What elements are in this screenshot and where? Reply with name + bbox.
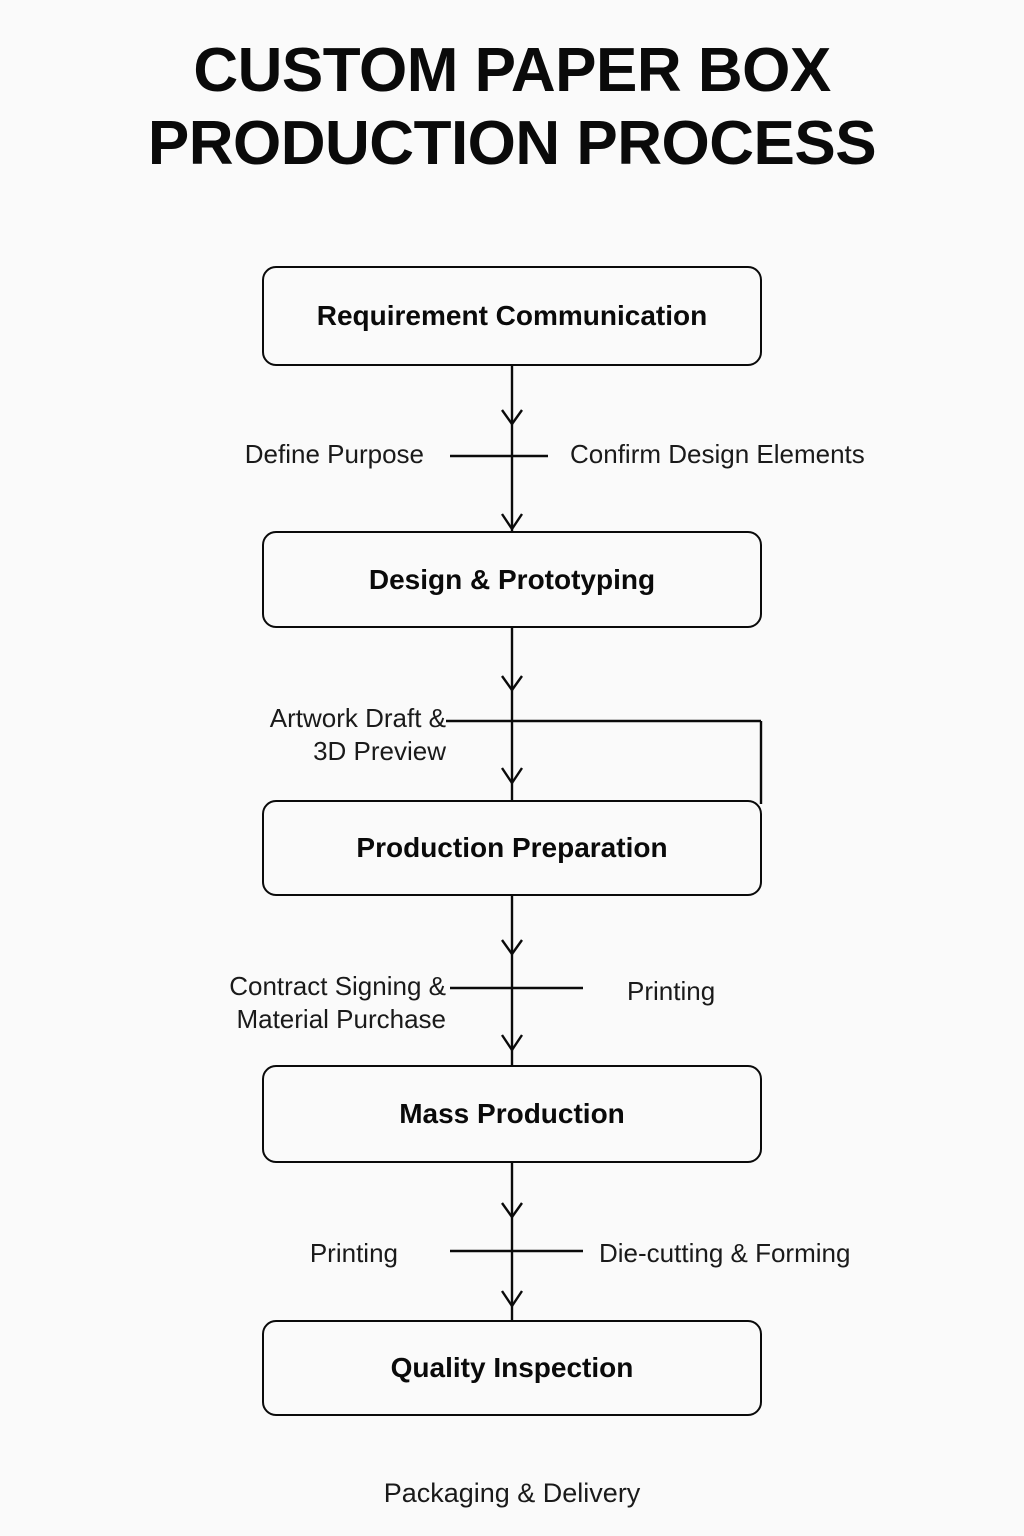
edge-label-artwork-draft-3d-preview: Artwork Draft & 3D Preview	[269, 703, 446, 767]
flow-node-requirement-communication[interactable]: Requirement Communication	[262, 266, 762, 366]
flow-node-label: Production Preparation	[356, 832, 668, 863]
flow-node-label: Mass Production	[399, 1098, 625, 1129]
arrowhead-mid-icon	[501, 939, 523, 957]
arrowhead-end-icon	[501, 1290, 523, 1309]
connector-requirement-to-design	[450, 366, 548, 532]
edge-label-printing-upper: Printing	[627, 976, 716, 1006]
page-title: CUSTOM PAPER BOX PRODUCTION PROCESS	[147, 36, 877, 179]
flow-node-label: Quality Inspection	[390, 1352, 634, 1383]
flow-node-quality-inspection[interactable]: Quality Inspection	[262, 1320, 762, 1416]
arrowhead-end-icon	[501, 767, 523, 786]
edge-label-printing-lower: Printing	[309, 1238, 398, 1268]
flow-node-label: Requirement Communication	[316, 300, 708, 331]
edge-label-contract-signing-material-purchase: Contract Signing & Material Purchase	[229, 971, 446, 1035]
flow-node-mass-production[interactable]: Mass Production	[262, 1065, 762, 1163]
edge-label-die-cutting-forming: Die-cutting & Forming	[599, 1238, 851, 1268]
edge-label-define-purpose: Define Purpose	[244, 439, 424, 469]
arrowhead-end-icon	[501, 1034, 523, 1053]
footer-caption-packaging-delivery: Packaging & Delivery	[383, 1478, 641, 1508]
arrowhead-mid-icon	[501, 1202, 523, 1220]
flow-node-design-prototyping[interactable]: Design & Prototyping	[262, 531, 762, 628]
connector-production-prep-to-mass-production	[450, 896, 583, 1066]
flow-node-production-preparation[interactable]: Production Preparation	[262, 800, 762, 896]
arrowhead-end-icon	[501, 513, 523, 532]
arrowhead-mid-icon	[501, 409, 523, 427]
connector-mass-production-to-quality-inspection	[450, 1163, 583, 1321]
connector-design-to-production-prep	[446, 628, 763, 804]
arrowhead-mid-icon	[501, 675, 523, 693]
flow-node-label: Design & Prototyping	[368, 563, 656, 595]
edge-label-confirm-design-elements: Confirm Design Elements	[570, 439, 865, 469]
